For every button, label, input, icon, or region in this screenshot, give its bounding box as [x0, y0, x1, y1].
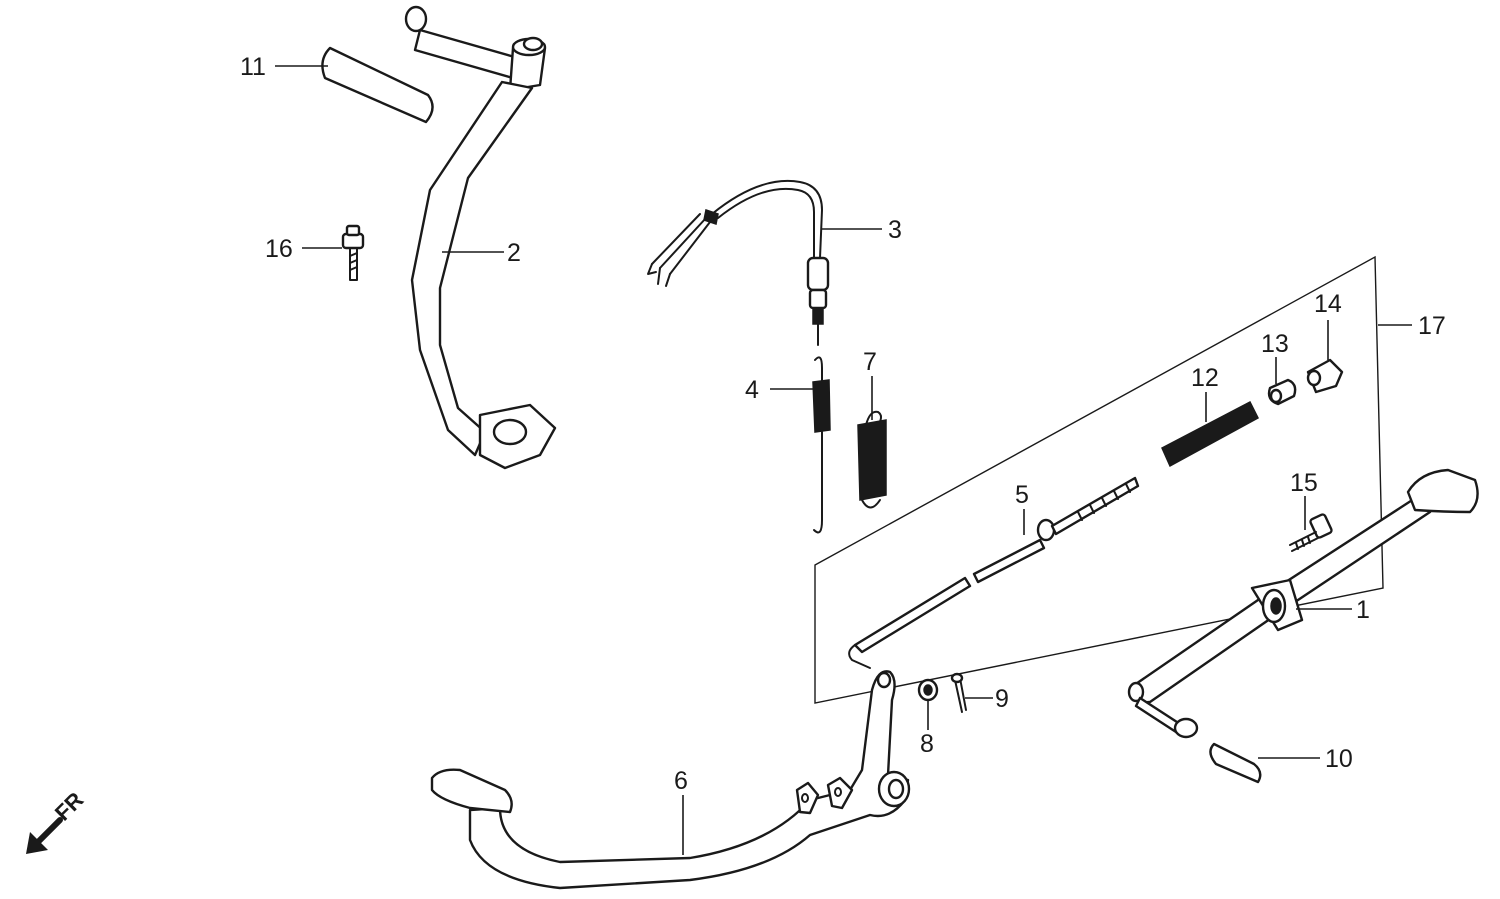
adjuster-spring — [1161, 400, 1259, 468]
callout-11: 11 — [240, 53, 266, 81]
brake-pedal — [430, 670, 911, 890]
callout-14: 14 — [1314, 290, 1342, 318]
gearshift-pedal — [404, 5, 557, 470]
bolt-15 — [1289, 513, 1333, 552]
callout-1: 1 — [1356, 596, 1370, 624]
callout-3: 3 — [888, 216, 902, 244]
washer — [917, 678, 939, 702]
callout-6: 6 — [674, 767, 688, 795]
callout-13: 13 — [1261, 330, 1289, 358]
shift-rubber — [321, 46, 434, 124]
kit-outline-box — [814, 255, 1384, 704]
callout-12: 12 — [1191, 364, 1219, 392]
callout-16: 16 — [265, 235, 293, 263]
return-spring-long — [812, 356, 831, 534]
arrow-down-left-icon — [26, 817, 63, 854]
brake-light-switch — [647, 180, 830, 346]
cotter-pin — [950, 672, 967, 713]
brake-rod — [848, 476, 1140, 669]
callout-7: 7 — [863, 348, 877, 376]
adjusting-nut — [1306, 358, 1344, 394]
callout-8: 8 — [920, 730, 934, 758]
callout-5: 5 — [1015, 481, 1029, 509]
footpeg-rubber — [1209, 742, 1262, 784]
return-spring-short — [857, 410, 887, 509]
callout-10: 10 — [1325, 745, 1353, 773]
callout-17: 17 — [1418, 312, 1446, 340]
joint-13 — [1267, 378, 1297, 406]
callout-4: 4 — [745, 376, 759, 404]
front-direction-label: FR — [50, 787, 88, 825]
step-bar — [1127, 468, 1479, 739]
callout-9: 9 — [995, 685, 1009, 713]
front-direction-indicator: FR — [26, 787, 88, 854]
callout-15: 15 — [1290, 469, 1318, 497]
bolt-16 — [341, 224, 365, 281]
callout-2: 2 — [507, 239, 521, 267]
